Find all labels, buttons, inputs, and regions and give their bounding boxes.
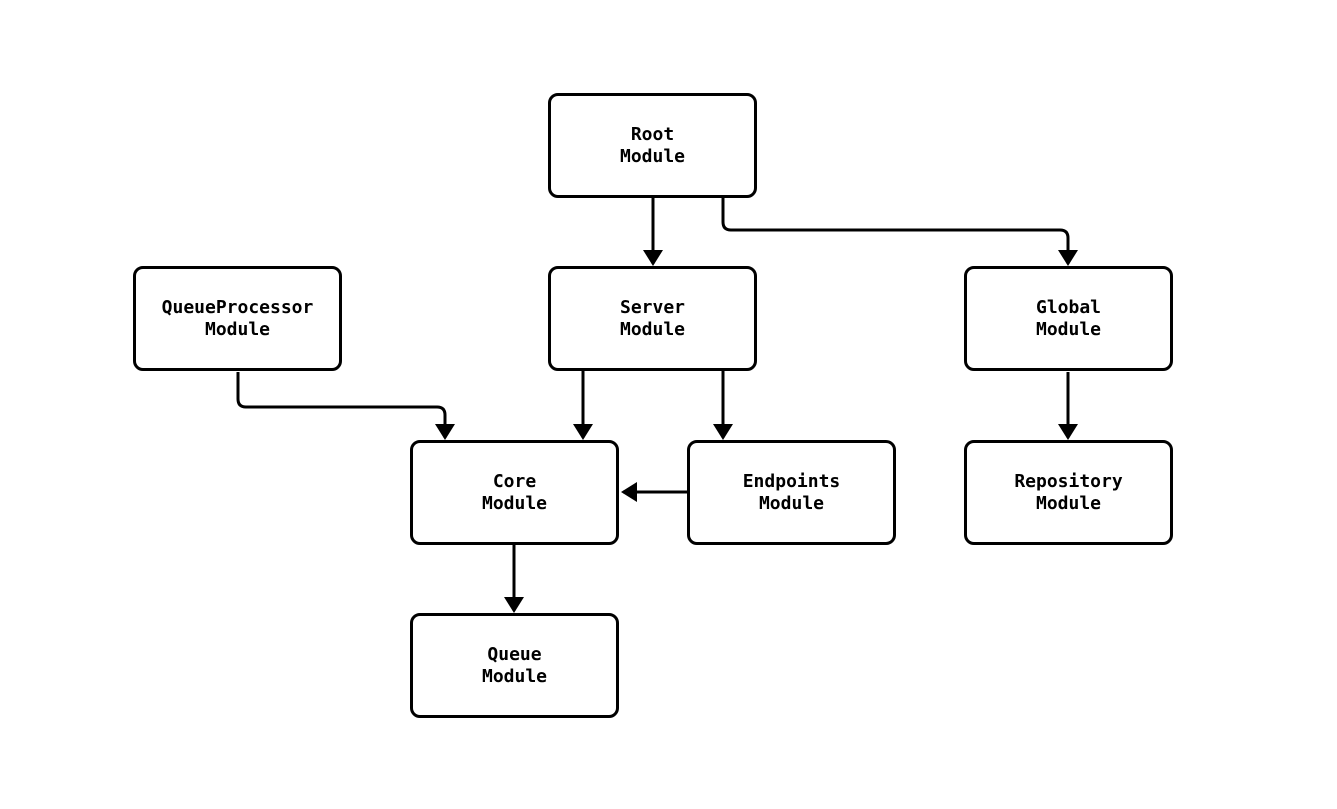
node-queueprocessor-module: QueueProcessor Module	[133, 266, 342, 371]
node-root-module-label: Root Module	[619, 123, 686, 167]
edge-root-to-global	[721, 198, 1078, 266]
edge-queueprocessor-to-core	[236, 372, 455, 440]
node-server-module-label: Server Module	[619, 296, 686, 340]
node-endpoints-module-label: Endpoints Module	[742, 470, 841, 514]
node-server-module: Server Module	[548, 266, 757, 371]
node-repository-module: Repository Module	[964, 440, 1173, 545]
node-queueprocessor-module-label: QueueProcessor Module	[161, 296, 314, 340]
node-core-module-label: Core Module	[481, 470, 548, 514]
node-repository-module-label: Repository Module	[1014, 470, 1123, 514]
node-core-module: Core Module	[410, 440, 619, 545]
node-endpoints-module: Endpoints Module	[687, 440, 896, 545]
node-global-module-label: Global Module	[1035, 296, 1102, 340]
node-queue-module-label: Queue Module	[481, 643, 548, 687]
node-global-module: Global Module	[964, 266, 1173, 371]
node-root-module: Root Module	[548, 93, 757, 198]
node-queue-module: Queue Module	[410, 613, 619, 718]
